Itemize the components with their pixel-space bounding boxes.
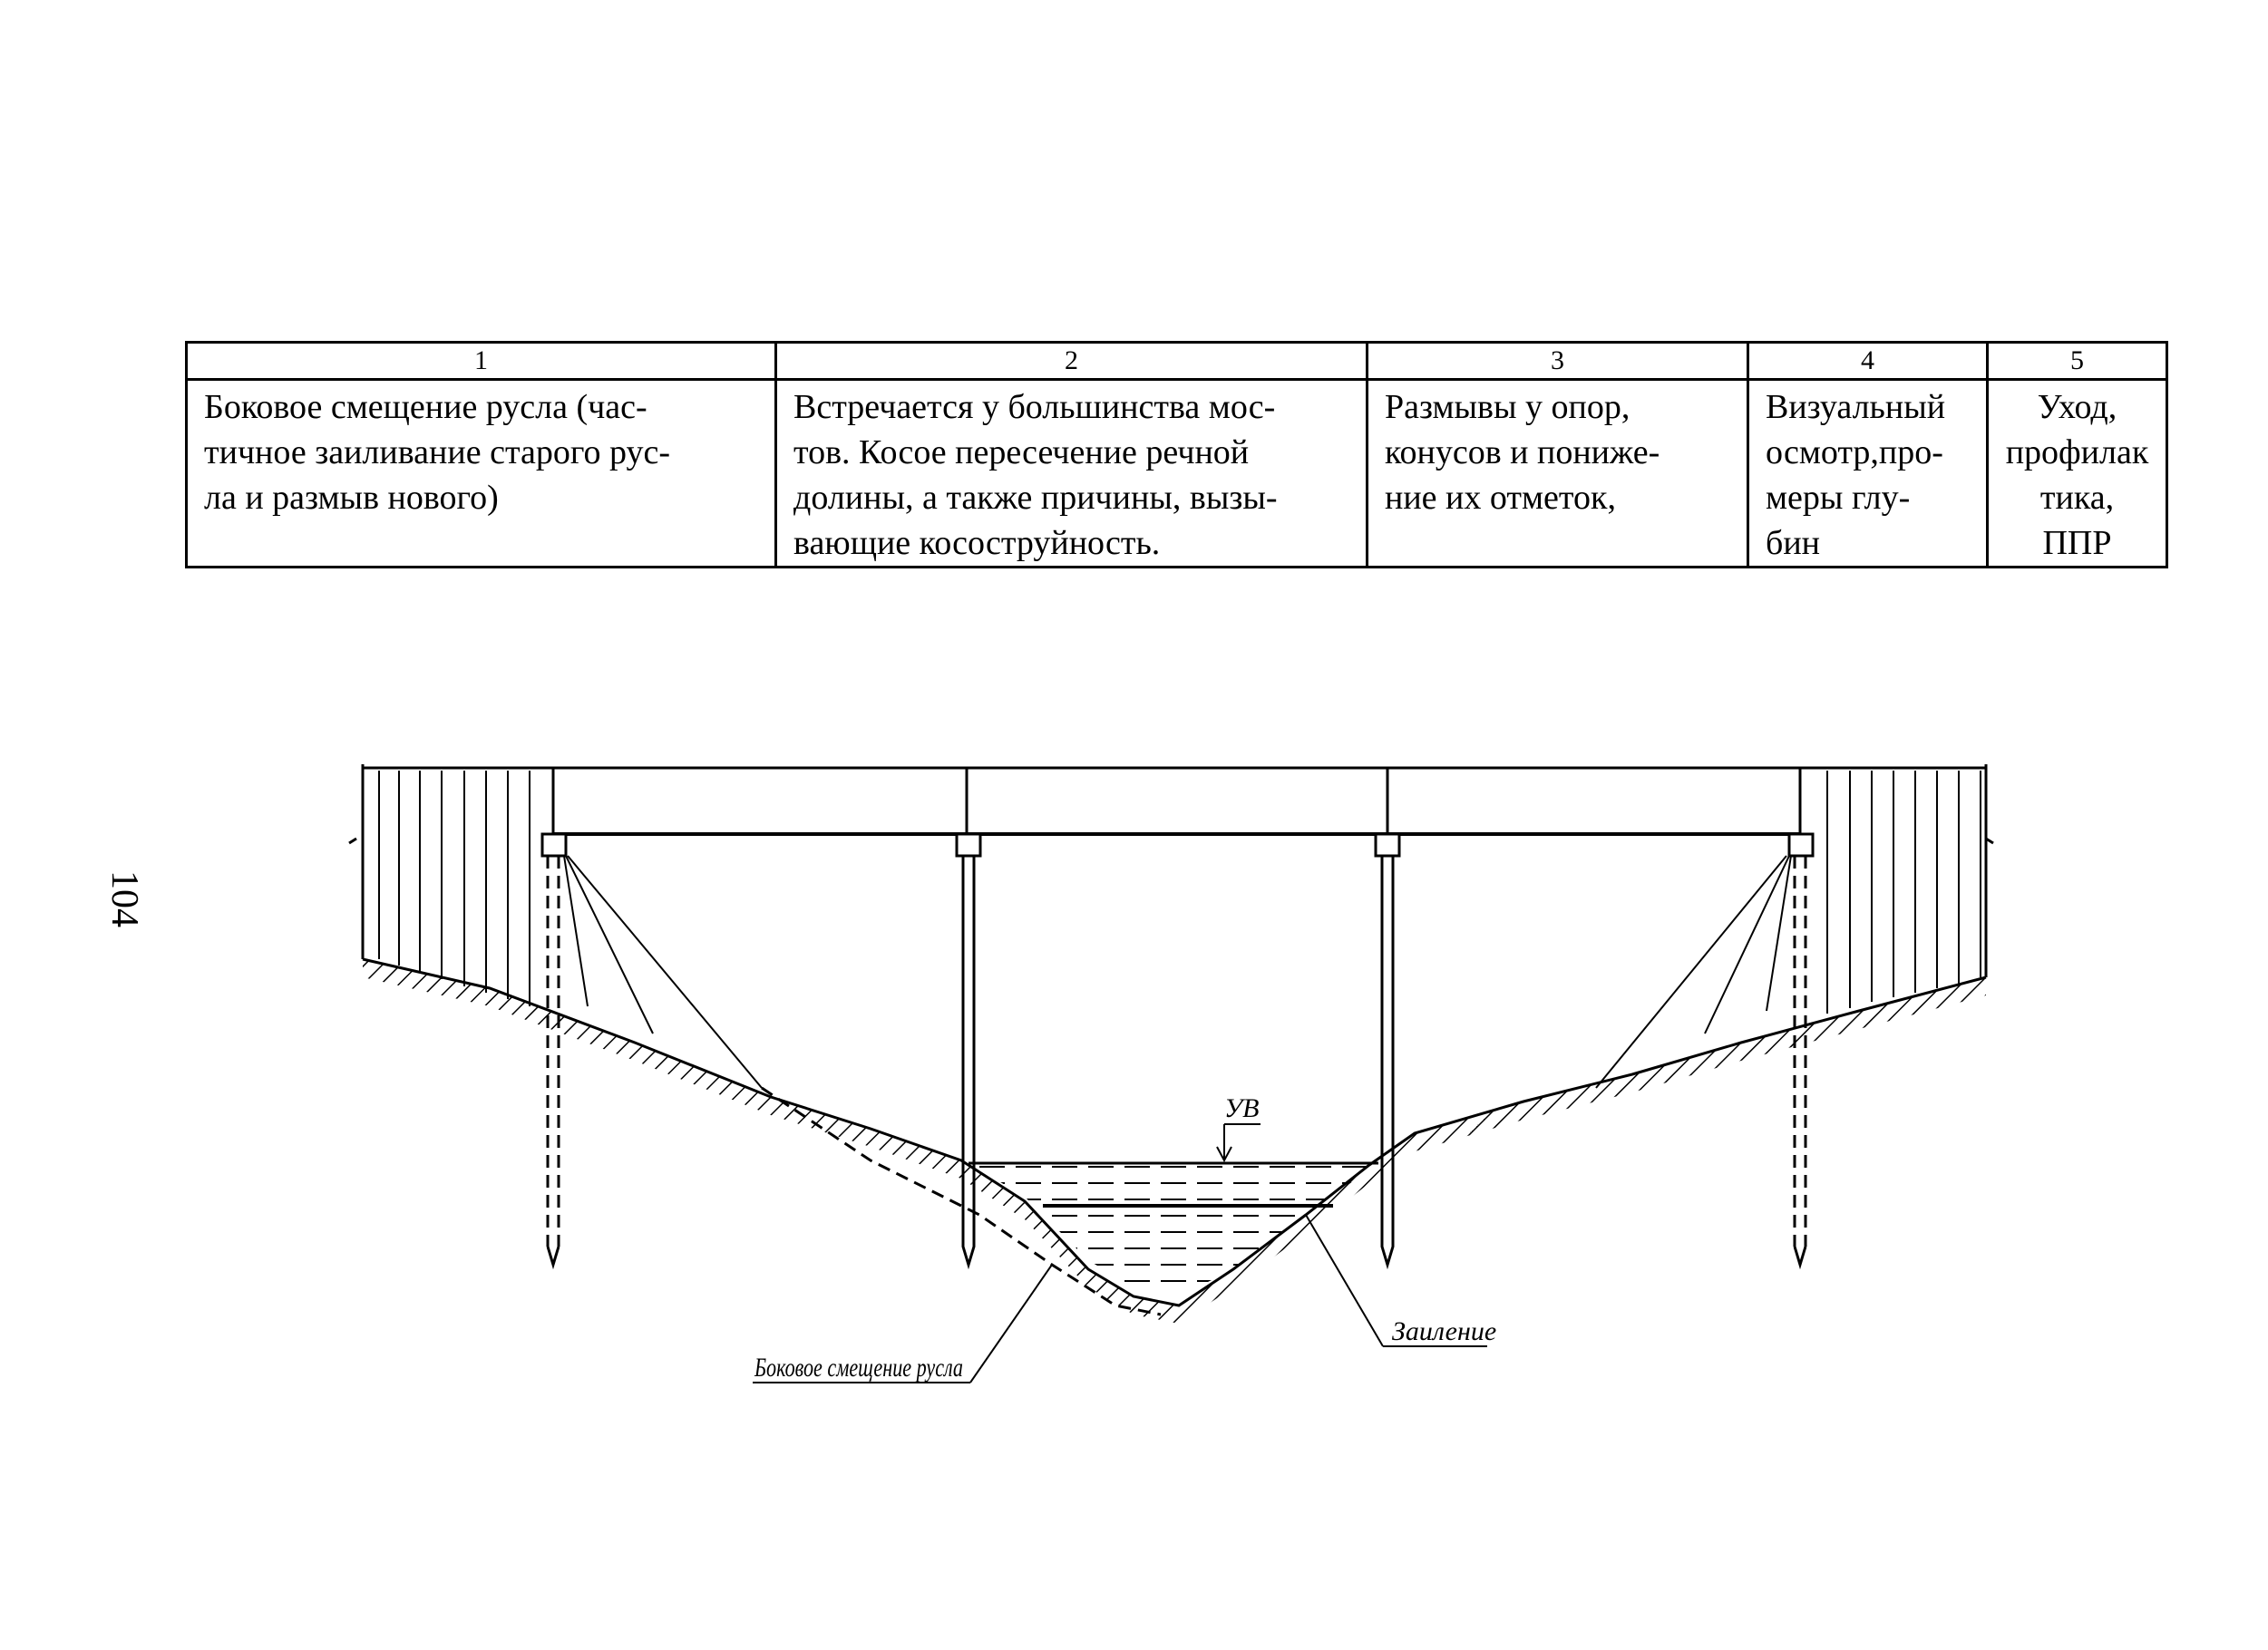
ground-profile	[362, 957, 1987, 1324]
pile-tips	[546, 1246, 1807, 1270]
water-level-label: УВ	[1224, 1093, 1260, 1123]
column-header-1: 1	[185, 341, 777, 381]
lateral-shift-label: Боковое смещение русла	[754, 1353, 963, 1383]
method-text: Визуальный осмотр,про- меры глу- бин	[1766, 388, 1946, 562]
table-cell-defect: Боковое смещение русла (час- тичное заил…	[185, 378, 777, 568]
defect-text: Боковое смещение русла (час- тичное заил…	[204, 388, 671, 517]
silting-leader	[1305, 1214, 1487, 1347]
silting-label: Заиление	[1392, 1316, 1496, 1346]
left-embankment	[378, 771, 530, 1006]
abutment-piles	[546, 856, 1807, 1247]
lateral-shift-leader	[753, 1264, 1053, 1383]
table-cell-measures: Уход, профилак тика, ППР	[1986, 378, 2168, 568]
right-embankment	[1826, 771, 1981, 1014]
column-header-4: 4	[1747, 341, 1989, 381]
table-header-row: 1 2 3 4 5	[185, 341, 2168, 381]
table-row: Боковое смещение русла (час- тичное заил…	[185, 378, 2168, 568]
cone-slope-lines	[563, 855, 1792, 1089]
water-body	[969, 1161, 1378, 1296]
table-cell-method: Визуальный осмотр,про- меры глу- бин	[1747, 378, 1989, 568]
piers	[961, 856, 1395, 1270]
consequence-text: Размывы у опор, конусов и пониже- ние их…	[1385, 388, 1660, 517]
defects-table: 1 2 3 4 5 Боковое смещение русла (час- т…	[185, 341, 2168, 568]
column-header-2: 2	[774, 341, 1368, 381]
column-header-5: 5	[1986, 341, 2168, 381]
cause-text: Встречается у большинства мос- тов. Косо…	[793, 388, 1278, 562]
column-header-3: 3	[1366, 341, 1749, 381]
table-cell-consequence: Размывы у опор, конусов и пониже- ние их…	[1366, 378, 1749, 568]
bearings	[540, 832, 1815, 858]
measures-text: Уход, профилак тика, ППР	[2005, 388, 2149, 562]
water-level-marker	[1216, 1123, 1261, 1163]
old-channel-dashed	[761, 1086, 1162, 1316]
embankment-edges	[348, 764, 1994, 977]
bridge-deck	[363, 766, 1986, 836]
table-cell-cause: Встречается у большинства мос- тов. Косо…	[774, 378, 1368, 568]
